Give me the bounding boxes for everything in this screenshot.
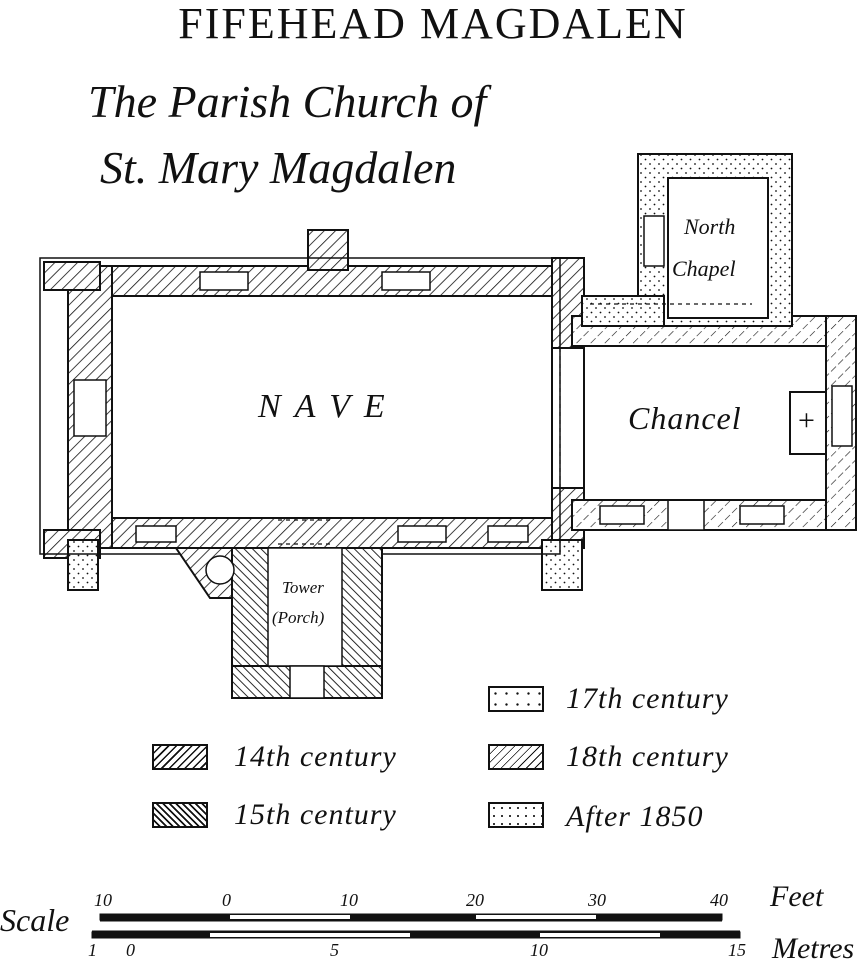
scale-metres-tick: 10	[530, 940, 548, 960]
scale-metres-tick: 15	[728, 940, 746, 960]
altar-cross-icon: +	[798, 404, 815, 437]
legend-swatch-14th	[152, 744, 208, 770]
tower-doorway	[289, 665, 325, 699]
scale-feet-tick: 10	[340, 890, 358, 910]
scale-feet-unit: Feet	[770, 880, 824, 913]
tower-label-2: (Porch)	[272, 608, 325, 627]
nave-label: N A V E	[258, 388, 388, 425]
chancel-label: Chancel	[628, 400, 742, 436]
north-chapel-label-2: Chapel	[672, 256, 736, 281]
legend-label-14th: 14th century	[234, 740, 397, 773]
legend-label-15th: 15th century	[234, 798, 397, 831]
legend-label-18th: 18th century	[566, 740, 729, 773]
tower-label-1: Tower	[282, 578, 324, 597]
scale-feet-tick: 20	[466, 890, 484, 910]
tower-interior	[267, 547, 343, 667]
nave-windows	[73, 271, 529, 543]
scale-metres-tick: 0	[126, 940, 135, 960]
legend-label-after-1850: After 1850	[566, 800, 704, 833]
scale-feet-tick: 40	[710, 890, 728, 910]
scale-metres-unit: Metres	[772, 932, 855, 965]
legend-swatch-17th	[488, 686, 544, 712]
page-title: FIFEHEAD MAGDALEN	[178, 0, 688, 48]
north-chapel-label-1: North	[684, 214, 736, 239]
north-chapel-interior	[667, 177, 769, 319]
chancel-interior	[583, 345, 827, 501]
chancel-windows	[599, 385, 853, 531]
subtitle-line-1: The Parish Church of	[88, 76, 487, 127]
scale-label: Scale	[0, 902, 70, 938]
altar	[789, 391, 827, 455]
north-chapel-window	[643, 215, 665, 267]
legend-label-17th: 17th century	[566, 682, 729, 715]
scale-bar	[91, 913, 741, 939]
scale-metres-tick: 5	[330, 940, 339, 960]
scale-metres-tick: 1	[88, 940, 97, 960]
legend-swatch-18th	[488, 744, 544, 770]
legend-swatch-15th	[152, 802, 208, 828]
scale-feet-tick: 30	[588, 890, 606, 910]
nave-interior	[111, 295, 553, 519]
stair-newel	[205, 555, 235, 585]
dashed-outlines	[278, 300, 752, 545]
legend-swatch-after-1850	[488, 802, 544, 828]
subtitle-line-2: St. Mary Magdalen	[100, 142, 457, 193]
scale-feet-tick: 0	[222, 890, 231, 910]
scale-feet-tick: 10	[94, 890, 112, 910]
